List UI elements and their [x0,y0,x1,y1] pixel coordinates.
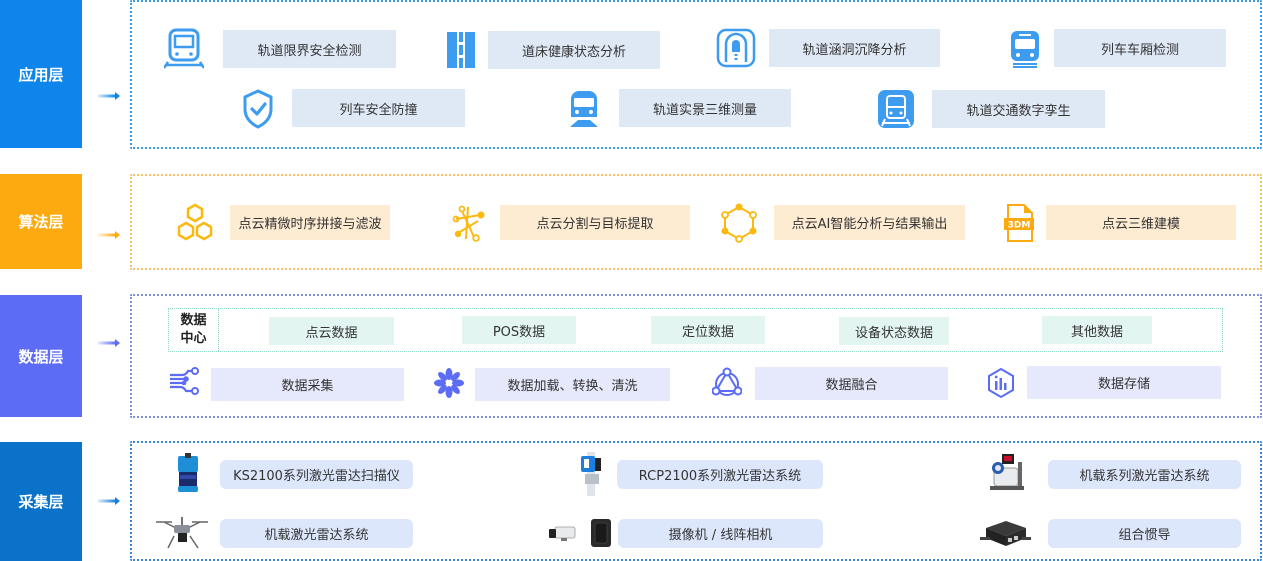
hex-chart-icon [987,367,1015,399]
data-item-storage: 数据存储 [1027,366,1221,399]
app-item-ballast-health: 道床健康状态分析 [488,31,660,69]
algorithm-arrow-icon [98,231,120,239]
alg-item-segmentation: 点云分割与目标提取 [500,205,690,240]
tunnel-icon [716,28,756,68]
train-digital-twin-icon [877,89,915,129]
ins-unit-image [978,518,1032,550]
collection-layer-label: 采集层 [0,442,82,561]
data-item-load-transform-clean: 数据加载、转换、清洗 [475,368,670,401]
ring-nodes-icon [720,203,758,243]
data-center-item-pos: POS数据 [462,316,576,344]
data-item-collection: 数据采集 [211,368,404,401]
app-item-collision-avoidance: 列车安全防撞 [292,89,465,127]
data-center-item-device-status: 设备状态数据 [839,317,949,345]
data-arrow-icon [98,339,120,347]
flower-icon [434,368,464,398]
data-center-item-other: 其他数据 [1042,316,1152,344]
hexagons-icon [176,203,214,243]
application-layer-label: 应用层 [0,0,82,148]
shield-check-icon [242,89,274,129]
app-item-clearance-detection: 轨道限界安全检测 [223,30,396,68]
app-item-carriage-inspection: 列车车厢检测 [1054,29,1226,67]
collection-item-drone-lidar: 机载激光雷达系统 [220,519,413,548]
lidar-scanner-image [176,452,200,494]
train-car-icon [1010,28,1040,68]
data-item-fusion: 数据融合 [755,367,948,400]
vehicle-lidar-image [984,452,1028,494]
collection-item-ins: 组合惯导 [1048,519,1241,548]
collection-panel: KS2100系列激光雷达扫描仪 RCP2100系列激光雷达系统 机载系列激光雷达… [130,441,1262,561]
file-3dm-icon: 3DM [1002,203,1036,243]
application-arrow-icon [98,92,120,100]
app-item-digital-twin: 轨道交通数字孪生 [932,90,1105,128]
algorithm-layer-label: 算法层 [0,174,82,269]
triangle-nodes-icon [712,367,742,399]
collection-item-vehicle-lidar: 机载系列激光雷达系统 [1048,460,1241,489]
algorithm-panel: 点云精微时序拼接与滤波 点云分割与目标提取 点云AI智能分析与结果输出 3DM … [130,174,1262,270]
alg-item-ai-analysis: 点云AI智能分析与结果输出 [774,205,965,240]
collection-item-rcp2100: RCP2100系列激光雷达系统 [617,460,823,489]
data-center-title: 数据 中心 [169,309,219,351]
application-panel: 轨道限界安全检测 道床健康状态分析 轨道涵洞沉降分析 列车车厢检测 列车安全防撞… [130,0,1262,149]
app-item-culvert-settlement: 轨道涵洞沉降分析 [769,29,940,67]
data-center-item-positioning: 定位数据 [651,316,765,344]
road-track-icon [446,31,476,69]
drone-lidar-image [154,516,210,552]
data-layer-label: 数据层 [0,295,82,417]
train-3d-icon [568,89,600,129]
svg-text:3DM: 3DM [1008,221,1031,231]
app-item-3d-measurement: 轨道实景三维测量 [619,89,791,127]
camera-image [547,517,613,549]
data-center-group: 数据 中心 点云数据 POS数据 定位数据 设备状态数据 其他数据 [168,308,1223,352]
data-panel: 数据 中心 点云数据 POS数据 定位数据 设备状态数据 其他数据 数据采集 数… [130,294,1262,418]
data-flow-icon [168,366,200,396]
collection-item-ks2100: KS2100系列激光雷达扫描仪 [220,460,413,489]
network-nodes-icon [450,203,488,243]
data-center-item-point-cloud: 点云数据 [269,317,394,345]
alg-item-3d-modeling: 点云三维建模 [1046,205,1236,240]
rcp-lidar-image [578,452,604,496]
train-front-icon [164,28,204,70]
collection-arrow-icon [98,497,120,505]
alg-item-registration-filter: 点云精微时序拼接与滤波 [230,205,390,240]
collection-item-cameras: 摄像机 / 线阵相机 [618,519,823,548]
